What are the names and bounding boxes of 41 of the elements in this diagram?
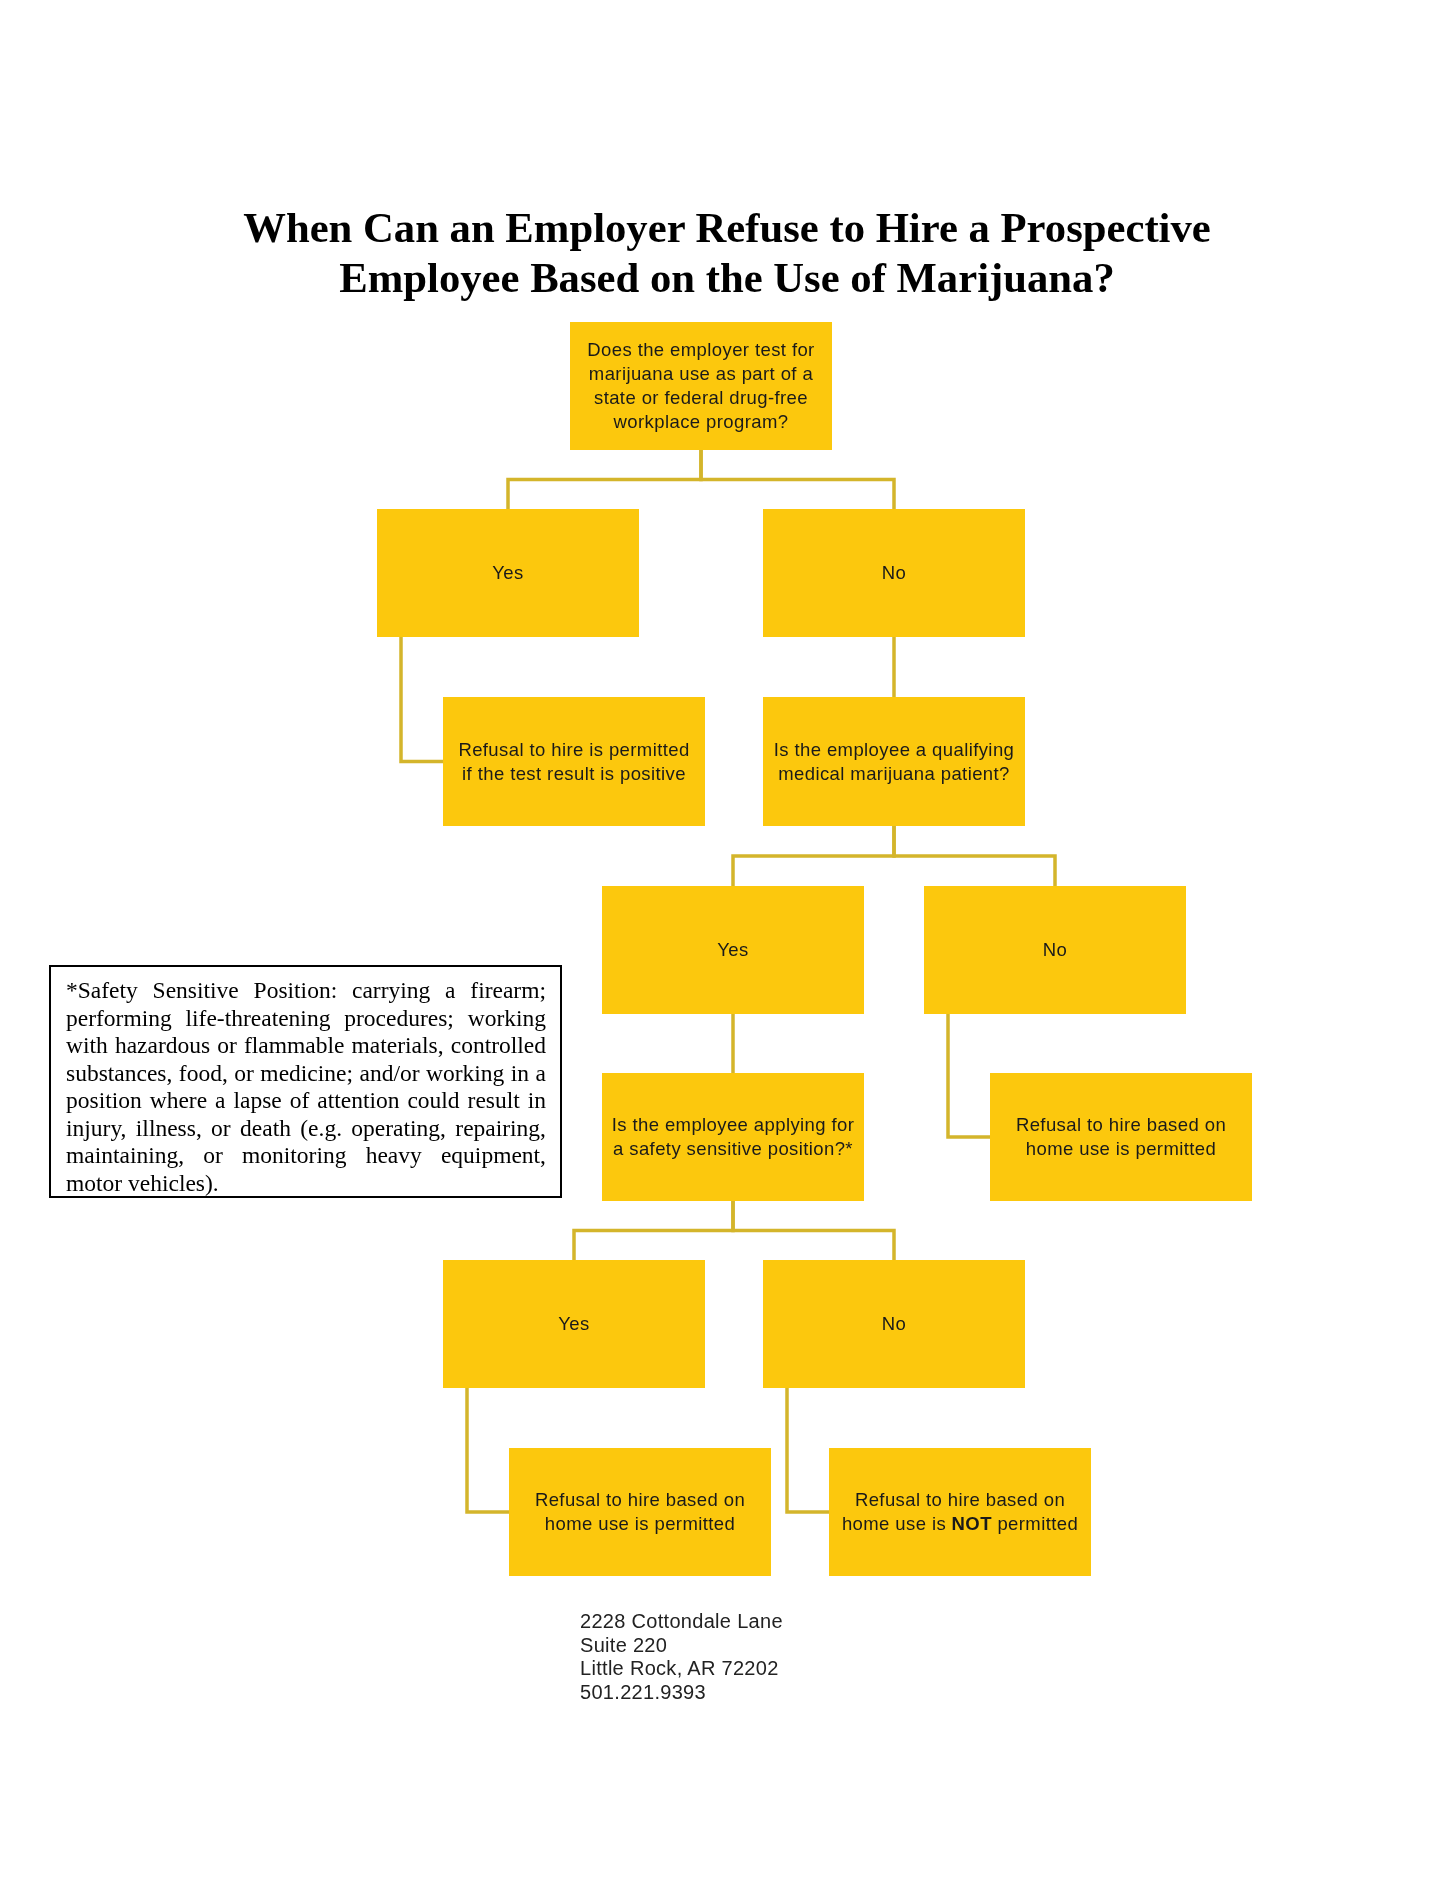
address-line: Suite 220 <box>580 1633 668 1657</box>
connector-line <box>699 450 896 509</box>
outcome-box <box>443 697 705 826</box>
branch-box <box>763 1260 1025 1388</box>
branch-box <box>377 509 639 637</box>
connector-line <box>465 1388 509 1514</box>
branch-label: No <box>880 561 908 585</box>
question-box <box>763 697 1025 826</box>
branch-box <box>443 1260 705 1388</box>
branch-label: No <box>1041 938 1069 962</box>
connector-line <box>731 1014 735 1073</box>
connector-line <box>785 1388 829 1514</box>
outcome-box <box>829 1448 1091 1576</box>
outcome-text: Refusal to hire based on home use is NOT permitted <box>840 1488 1080 1536</box>
question-text: Does the employer test for marijuana use as part of a state or federal drug-free workplace program? <box>586 338 816 434</box>
question-box <box>602 1073 864 1201</box>
phone-number: 501.221.9393 <box>580 1680 706 1704</box>
connector-line <box>892 637 896 697</box>
connector-line <box>892 826 1057 886</box>
note-text: *Safety Sensitive Position: carrying a firearm; performing life-threatening procedures; working with hazardous or flammable materials, controlled substances, food, or medicine; and/or working in a position where a lapse of attention could result in injury, illness, or death (e.g. operating, repairing, maintaining, or monitoring heavy equipment, motor vehicles). <box>66 977 546 1197</box>
connector-line <box>946 1014 990 1139</box>
branch-label: Yes <box>557 1312 591 1336</box>
branch-box <box>924 886 1186 1014</box>
outcome-text: Refusal to hire based on home use is permitted <box>533 1488 747 1536</box>
question-text: Is the employee applying for a safety sensitive position?* <box>610 1113 856 1161</box>
outcome-text: Refusal to hire based on home use is permitted <box>1014 1113 1228 1161</box>
outcome-box <box>509 1448 771 1576</box>
branch-box <box>602 886 864 1014</box>
question-box <box>570 322 832 450</box>
connector-line <box>731 1201 896 1260</box>
branch-box <box>763 509 1025 637</box>
connector-line <box>399 637 443 764</box>
branch-label: Yes <box>491 561 525 585</box>
branch-label: No <box>880 1312 908 1336</box>
outcome-text: Refusal to hire is permitted if the test result is positive <box>457 737 691 786</box>
address-line: 2228 Cottondale Lane <box>580 1610 783 1634</box>
diagram-title: When Can an Employer Refuse to Hire a Prospective Employee Based on the Use of Marijuana? <box>242 203 1212 303</box>
address-line: Little Rock, AR 72202 <box>580 1657 779 1681</box>
outcome-box <box>990 1073 1252 1201</box>
branch-label: Yes <box>716 938 750 962</box>
question-text: Is the employee a qualifying medical marijuana patient? <box>772 737 1016 786</box>
